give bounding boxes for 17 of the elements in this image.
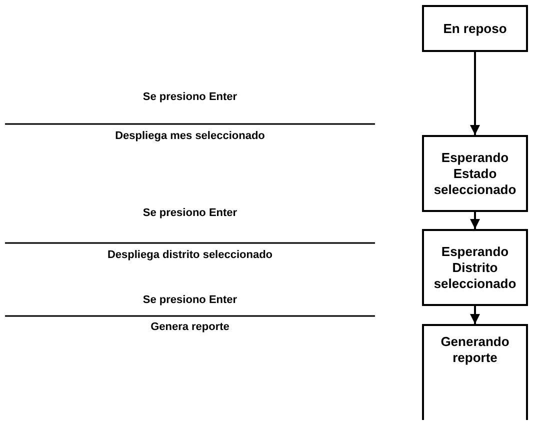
state-label: En reposo — [443, 20, 507, 36]
state-box — [422, 135, 528, 212]
arrow — [470, 52, 480, 135]
arrow — [470, 306, 480, 324]
action-label: Despliega distrito seleccionado — [106, 248, 274, 262]
state-label: Generando reporte — [440, 334, 510, 366]
event-label: Se presiono Enter — [142, 206, 238, 220]
state-label: Esperando Distrito seleccionado — [432, 244, 518, 292]
action-label: Despliega mes seleccionado — [114, 129, 266, 143]
event-label: Se presiono Enter — [142, 293, 238, 307]
state-box — [422, 229, 528, 306]
state-label: Esperando Estado seleccionado — [432, 150, 518, 198]
action-label: Genera reporte — [150, 320, 230, 334]
event-label: Se presiono Enter — [142, 90, 238, 104]
arrow — [470, 212, 480, 229]
state-box — [422, 324, 528, 420]
state-box — [422, 5, 528, 52]
